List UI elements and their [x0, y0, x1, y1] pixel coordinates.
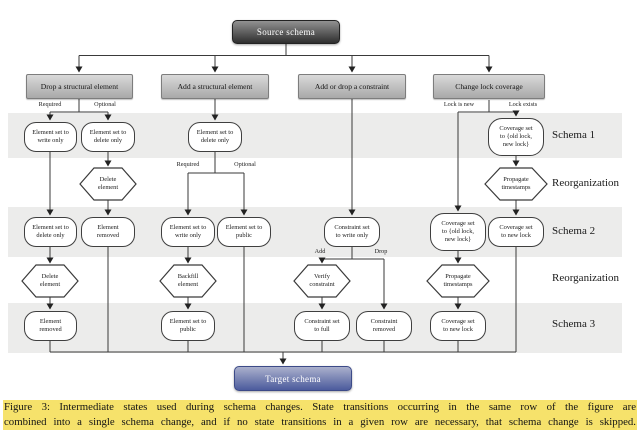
edge-label-lock-exists: Lock exists: [508, 101, 538, 108]
connector-lines: [21, 44, 548, 365]
state-coverage-set-to-new-lock: Coverage set to new lock: [430, 311, 486, 341]
state-element-set-to-public: Element set to public: [217, 217, 271, 247]
row-label-schema-1: Schema 1: [552, 129, 596, 141]
state-element-set-to-delete-only: Element set to delete only: [81, 122, 135, 152]
edge-label-add: Add: [314, 248, 326, 255]
state-coverage-set-to-old-new-lock: Coverage set to {old lock, new lock}: [488, 118, 544, 156]
reorg-propagate-timestamps-label: Propagate timestamps: [501, 175, 531, 191]
row-label-schema-3: Schema 3: [552, 318, 596, 330]
delete-element-hexagon: [21, 264, 79, 298]
state-constraint-set-to-full: Constraint set to full: [294, 311, 350, 341]
state-constraint-removed: Constraint removed: [356, 311, 412, 341]
category-add-drop-constraint: Add or drop a constraint: [298, 74, 406, 99]
reorg-backfill-element-label: Backfill element: [177, 272, 199, 288]
state-constraint-set-to-write-only: Constraint set to write only: [324, 217, 380, 247]
state-coverage-set-to-old-new-lock: Coverage set to {old lock, new lock}: [430, 213, 486, 251]
state-element-set-to-write-only: Element set to write only: [24, 122, 77, 152]
backfill-element-hexagon: [159, 264, 217, 298]
row-label-schema-2: Schema 2: [552, 225, 596, 237]
caption-line-1: Figure 3: Intermediate states used durin…: [3, 400, 637, 415]
target-schema-node: Target schema: [234, 366, 352, 391]
verify-constraint-hexagon: [293, 264, 351, 298]
reorg-delete-element-label: Delete element: [97, 175, 119, 191]
state-element-removed: Element removed: [24, 311, 77, 341]
row-label-reorganization-1: Reorganization: [552, 177, 619, 189]
edge-label-required: Required: [38, 101, 62, 108]
state-coverage-set-to-new-lock: Coverage set to new lock: [488, 217, 544, 247]
category-drop-structural-element: Drop a structural element: [26, 74, 133, 99]
edge-label-optional: Optional: [94, 101, 116, 108]
propagate-timestamps-hexagon: [426, 264, 490, 298]
edge-label-drop: Drop: [374, 248, 388, 255]
state-element-set-to-delete-only: Element set to delete only: [188, 122, 242, 152]
state-element-set-to-delete-only: Element set to delete only: [24, 217, 77, 247]
row-label-reorganization-2: Reorganization: [552, 272, 619, 284]
edge-label-required: Required: [176, 161, 200, 168]
delete-element-hexagon: [79, 167, 137, 201]
state-element-set-to-public: Element set to public: [161, 311, 215, 341]
reorg-propagate-timestamps-label: Propagate timestamps: [443, 272, 473, 288]
propagate-timestamps-hexagon: [484, 167, 548, 201]
reorg-verify-constraint-label: Verify constraint: [309, 272, 335, 288]
state-element-set-to-write-only: Element set to write only: [161, 217, 215, 247]
caption-line-2: combined into a single schema change, an…: [3, 415, 637, 430]
category-add-structural-element: Add a structural element: [161, 74, 269, 99]
edge-label-lock-is-new: Lock is new: [443, 101, 475, 108]
figure-caption: Figure 3: Intermediate states used durin…: [3, 400, 637, 430]
edge-label-optional: Optional: [234, 161, 256, 168]
reorg-delete-element-label: Delete element: [39, 272, 61, 288]
source-schema-node: Source schema: [232, 20, 340, 44]
state-element-removed: Element removed: [81, 217, 135, 247]
category-change-lock-coverage: Change lock coverage: [433, 74, 545, 99]
